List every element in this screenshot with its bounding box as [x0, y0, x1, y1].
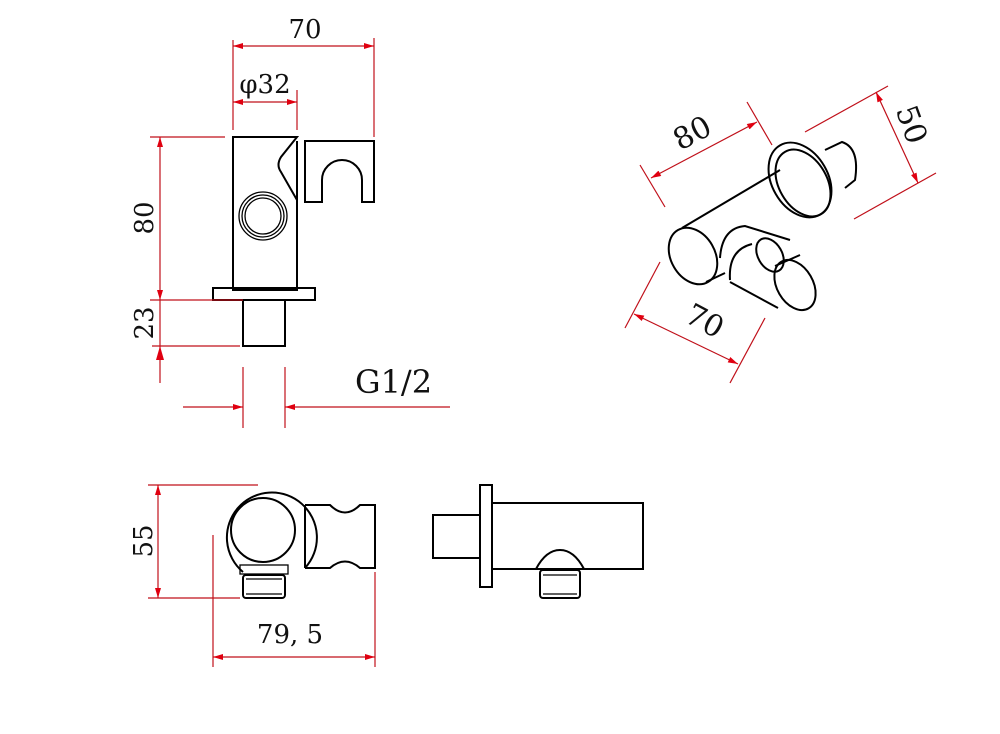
outlet-ring-middle — [241, 194, 285, 238]
hook-end-face — [773, 258, 817, 312]
body-side — [491, 502, 644, 570]
holder-outline — [728, 243, 753, 281]
body-end-face — [667, 226, 719, 286]
extension-line — [639, 164, 666, 208]
inlet-stub — [824, 140, 858, 189]
wall-plate — [479, 484, 493, 588]
outlet-ring-inner — [244, 197, 282, 235]
dim-iso-length-80: 80 — [667, 109, 717, 158]
hook-edge — [774, 254, 801, 267]
flange-inner — [774, 148, 832, 218]
outlet-ring-outer — [238, 191, 288, 241]
dim-diameter-32: φ32 — [239, 70, 290, 100]
isometric-view: 80 50 70 — [624, 85, 937, 384]
body-outline — [232, 136, 300, 291]
hook-edge — [729, 281, 779, 309]
hook-holder — [304, 140, 375, 203]
arrowhead — [156, 346, 164, 360]
dim-iso-depth-50: 50 — [888, 101, 934, 149]
flange-circle — [225, 491, 318, 573]
dim-width-70: 70 — [288, 15, 321, 45]
dim-stem-23: 23 — [130, 306, 160, 339]
dim-iso-width-70: 70 — [679, 297, 729, 346]
inlet-nut — [242, 574, 286, 599]
body-top-edge — [681, 169, 781, 229]
dimension-line-iso-length — [650, 121, 758, 179]
bottom-view: 55 79, 5 — [129, 484, 376, 667]
dimension-line-iso-width — [633, 313, 739, 365]
outlet-nut — [539, 569, 581, 599]
dimension-line-iso-depth — [875, 91, 919, 184]
extension-line — [729, 317, 766, 384]
extension-line — [746, 101, 773, 146]
dim-length-79-5: 79, 5 — [257, 620, 323, 650]
body-circle — [230, 497, 296, 563]
outlet-dome — [534, 548, 586, 570]
dim-thread-g12: G1/2 — [355, 363, 432, 401]
front-view: 70 φ32 80 23 G1/2 — [130, 15, 450, 428]
nut-collar — [239, 564, 289, 575]
inlet-stem — [242, 299, 286, 347]
dim-depth-55: 55 — [129, 524, 159, 557]
holder-outline — [719, 224, 791, 259]
extension-line — [853, 172, 937, 220]
inlet-stub — [432, 514, 481, 559]
hook-profile — [305, 504, 376, 569]
hook-slot — [755, 237, 785, 273]
side-view — [432, 484, 644, 599]
dim-height-80: 80 — [130, 201, 160, 234]
extension-line — [804, 85, 889, 133]
extension-line — [624, 261, 661, 329]
